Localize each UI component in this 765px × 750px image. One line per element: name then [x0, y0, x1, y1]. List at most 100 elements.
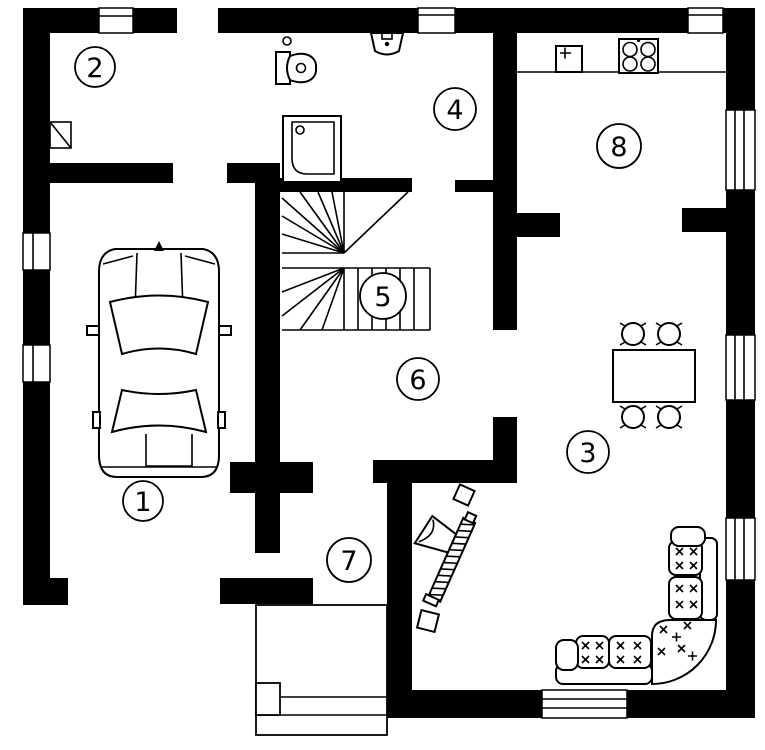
room-label-3: 3 — [566, 430, 610, 474]
sofa-upholstery-marks — [581, 547, 698, 664]
wall-segment — [517, 213, 560, 237]
car-trunk — [145, 434, 193, 467]
wall-segment — [23, 8, 99, 33]
chair — [655, 405, 683, 429]
car-side-trim — [92, 411, 101, 429]
toilet-drain — [295, 62, 307, 74]
basin-faucet — [381, 32, 393, 40]
room-label-2: 2 — [74, 46, 116, 88]
cooktop-knob — [636, 38, 641, 43]
dining-set — [612, 322, 696, 429]
wall-segment — [455, 180, 493, 192]
water-heater — [49, 121, 72, 149]
sofa-cushion — [608, 635, 652, 669]
room-number: 2 — [86, 53, 103, 84]
window — [687, 7, 724, 34]
tv-foot — [421, 592, 441, 608]
room-label-6: 6 — [396, 357, 440, 401]
room-label-7: 7 — [326, 537, 372, 583]
wall-segment — [627, 690, 755, 718]
wall-segment — [726, 190, 755, 335]
fitting-dot — [282, 36, 292, 46]
car — [86, 241, 232, 478]
wall-segment — [227, 163, 280, 183]
chair — [655, 322, 683, 346]
wall-segment — [23, 578, 68, 605]
room-label-4: 4 — [433, 87, 477, 131]
chair — [619, 322, 647, 346]
room-label-8: 8 — [596, 123, 642, 169]
car-side-trim — [217, 411, 226, 429]
car-rear-window — [110, 388, 208, 434]
wall-segment — [23, 8, 50, 233]
tv — [413, 510, 478, 608]
shower-tray — [282, 115, 342, 183]
wall-segment — [455, 8, 688, 33]
car-mirror-left — [86, 325, 100, 336]
window — [725, 517, 756, 581]
sink-basin — [555, 45, 583, 73]
window — [725, 109, 756, 191]
tv-stand — [413, 514, 458, 554]
tv-foot — [463, 510, 478, 525]
corner-sofa — [555, 526, 718, 686]
porch-side-step — [255, 682, 281, 716]
windows — [22, 7, 756, 719]
window — [725, 334, 756, 401]
window — [541, 689, 628, 719]
wall-segment — [726, 8, 755, 110]
sofa-armrest — [670, 526, 706, 547]
car-windshield — [108, 294, 210, 356]
kitchen-sink — [555, 45, 583, 73]
wall-segment — [373, 460, 517, 483]
cooktop-4-burner — [618, 38, 659, 74]
speaker-icon — [415, 608, 441, 634]
burner — [640, 56, 656, 72]
wall-segment — [220, 578, 313, 604]
sink-faucet-cross — [560, 47, 571, 59]
window — [22, 344, 51, 383]
window — [22, 232, 51, 271]
basin-drain — [384, 41, 390, 47]
car-headlights — [102, 255, 216, 265]
wall-segment — [493, 33, 517, 330]
room-number: 4 — [446, 95, 463, 126]
room-number: 8 — [610, 132, 627, 163]
wash-basin — [369, 32, 405, 56]
window — [417, 7, 456, 34]
room-label-5: 5 — [359, 272, 407, 320]
room-number: 5 — [374, 282, 391, 313]
window — [98, 7, 134, 34]
room-number: 6 — [409, 365, 426, 396]
porch-steps — [255, 604, 388, 736]
shower-drain — [295, 125, 305, 135]
car-direction-arrow — [154, 241, 164, 251]
toilet — [275, 51, 318, 85]
chair — [619, 405, 647, 429]
wall-segment — [255, 183, 280, 553]
wall-segment — [387, 483, 412, 690]
wall-segment — [726, 400, 755, 518]
wall-segment — [218, 8, 418, 33]
wall-segment — [23, 270, 50, 345]
wall-segment — [682, 208, 726, 232]
wall-segment — [25, 163, 173, 183]
room-number: 1 — [134, 487, 151, 518]
sofa-cushion — [575, 635, 610, 669]
room-labels: 1 2 3 4 5 6 7 8 — [74, 46, 642, 583]
water-heater-box — [49, 121, 72, 149]
sofa-cushion — [668, 576, 703, 620]
tv-stand-curve — [418, 519, 435, 543]
speaker-icon — [452, 483, 476, 507]
sofa-armrest — [555, 639, 579, 671]
toilet-bowl — [286, 52, 318, 84]
dining-table — [612, 349, 696, 403]
room-number: 3 — [579, 438, 596, 469]
wall-segment — [387, 690, 542, 718]
water-heater-diagonal — [49, 121, 72, 149]
wall-segment — [133, 8, 177, 33]
wall-segment — [23, 382, 50, 578]
walls — [23, 8, 755, 718]
